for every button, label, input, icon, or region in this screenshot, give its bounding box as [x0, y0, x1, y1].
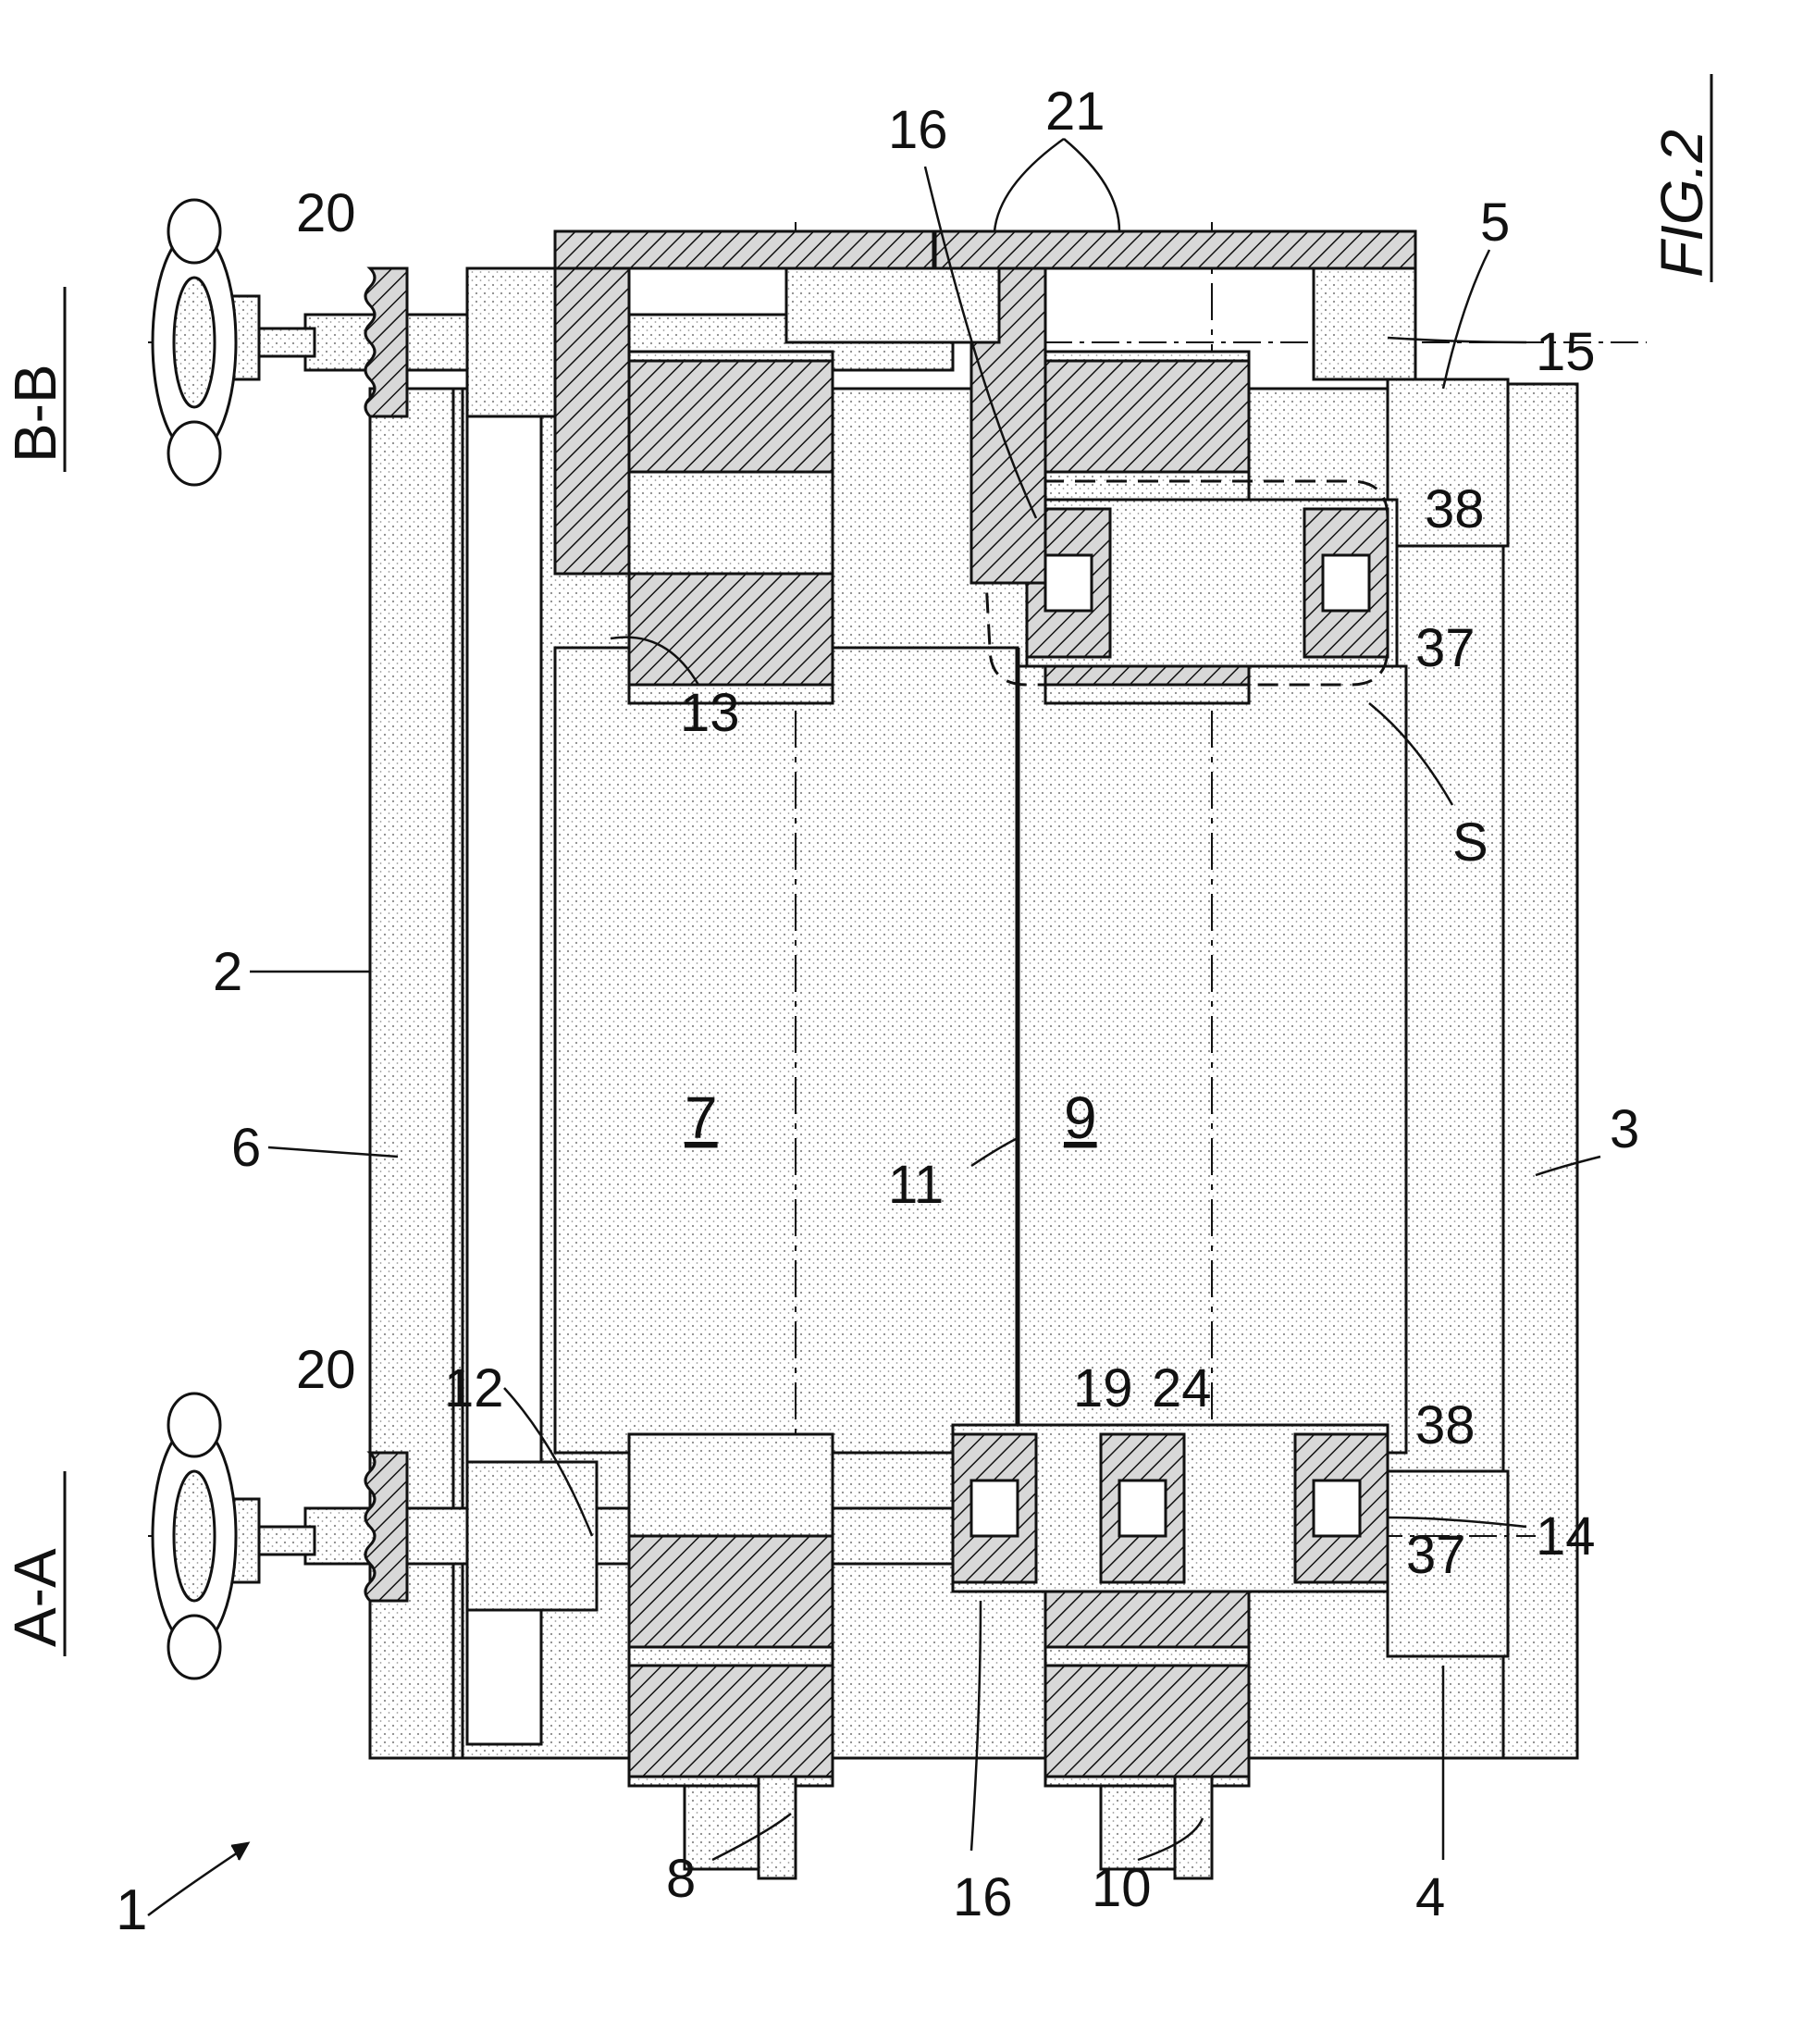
right-thread — [364, 266, 409, 418]
leader-10 — [1137, 1817, 1204, 1862]
label-left-post: 4 — [1415, 1867, 1445, 1927]
label-ring-37-right: 37 — [1415, 618, 1476, 678]
label-left-ring: 14 — [1536, 1506, 1596, 1567]
label-nip: 11 — [888, 1155, 944, 1215]
label-lower-shaft: 10 — [1092, 1858, 1152, 1918]
label-left-screw: 12 — [444, 1358, 504, 1418]
detail-s-outline — [979, 479, 1389, 687]
label-handwheel-left: 20 — [296, 1340, 356, 1400]
label-frame: 2 — [213, 942, 242, 1002]
left-needle-b — [1118, 1479, 1167, 1538]
leader-11 — [970, 1136, 1019, 1168]
left-screw-nut — [465, 1460, 599, 1612]
label-ring-38-right: 38 — [1425, 479, 1485, 539]
section-title-left: A-A — [2, 1548, 68, 1647]
label-upper-roll: 7 — [685, 1084, 718, 1151]
label-upper-shaft: 8 — [666, 1849, 696, 1909]
label-ring-37-left: 37 — [1406, 1525, 1466, 1585]
gear-hub — [1312, 266, 1417, 381]
handwheel-right — [151, 198, 316, 487]
right-ring-hatched-b — [1303, 507, 1389, 659]
label-right-post: 5 — [1480, 192, 1510, 253]
handwheel-left — [151, 1392, 316, 1680]
lower-shaft-end — [1173, 1775, 1214, 1880]
upper-left-bearing-a — [627, 1534, 834, 1649]
left-thread — [364, 1451, 409, 1603]
leader-3 — [1535, 1155, 1601, 1177]
label-lower-roll: 9 — [1064, 1084, 1097, 1151]
gear-left — [553, 266, 631, 576]
label-eccentric-right: 16 — [888, 100, 948, 160]
leader-1 — [147, 1849, 241, 1917]
leader-16-right — [923, 166, 1038, 519]
section-title-right: B-B — [2, 364, 68, 463]
label-gears: 21 — [1045, 81, 1105, 142]
leader-S — [1368, 702, 1454, 806]
right-post — [1386, 378, 1510, 548]
label-base-bar: 3 — [1610, 1099, 1639, 1159]
label-right-screw: 13 — [680, 683, 740, 743]
label-top-bar: 6 — [231, 1118, 261, 1178]
leader-21b — [1063, 138, 1121, 232]
label-detail-s: S — [1452, 812, 1488, 873]
label-bearing-19: 19 — [1073, 1358, 1133, 1418]
figure-label: FIG.2 — [1649, 130, 1715, 278]
right-needle-a — [1044, 553, 1093, 613]
leader-12 — [503, 1387, 594, 1537]
upper-right-bearing-a — [627, 359, 834, 474]
upper-roll — [553, 646, 1019, 1455]
leader-15 — [1387, 336, 1527, 344]
leader-16-left — [969, 1600, 982, 1852]
label-eccentric-left: 16 — [953, 1867, 1013, 1927]
label-ring-38-left: 38 — [1415, 1395, 1476, 1456]
lower-left-bearing-b — [1044, 1664, 1251, 1778]
leader-6 — [267, 1146, 399, 1158]
upper-right-bearing-b — [627, 572, 834, 687]
upper-left-bearing-b — [627, 1664, 834, 1778]
leader-21a — [993, 137, 1065, 232]
leader-1-arrow — [230, 1841, 251, 1861]
left-needle-c — [1312, 1479, 1362, 1538]
label-handwheel-right: 20 — [296, 183, 356, 243]
label-right-ring: 15 — [1536, 322, 1596, 382]
label-assembly: 1 — [116, 1878, 147, 1942]
gear-outer — [553, 229, 1417, 270]
leader-14 — [1387, 1516, 1527, 1529]
label-part-24: 24 — [1152, 1358, 1212, 1418]
right-needle-b — [1321, 553, 1371, 613]
leader-8 — [711, 1813, 792, 1862]
leader-5 — [1441, 249, 1491, 390]
left-needle-a — [969, 1479, 1019, 1538]
leader-13 — [610, 636, 700, 686]
lower-shaft — [1099, 1784, 1177, 1871]
upper-shaft-end — [757, 1775, 797, 1880]
base-bar — [1501, 382, 1579, 1760]
lower-right-bearing-a — [1044, 359, 1251, 474]
